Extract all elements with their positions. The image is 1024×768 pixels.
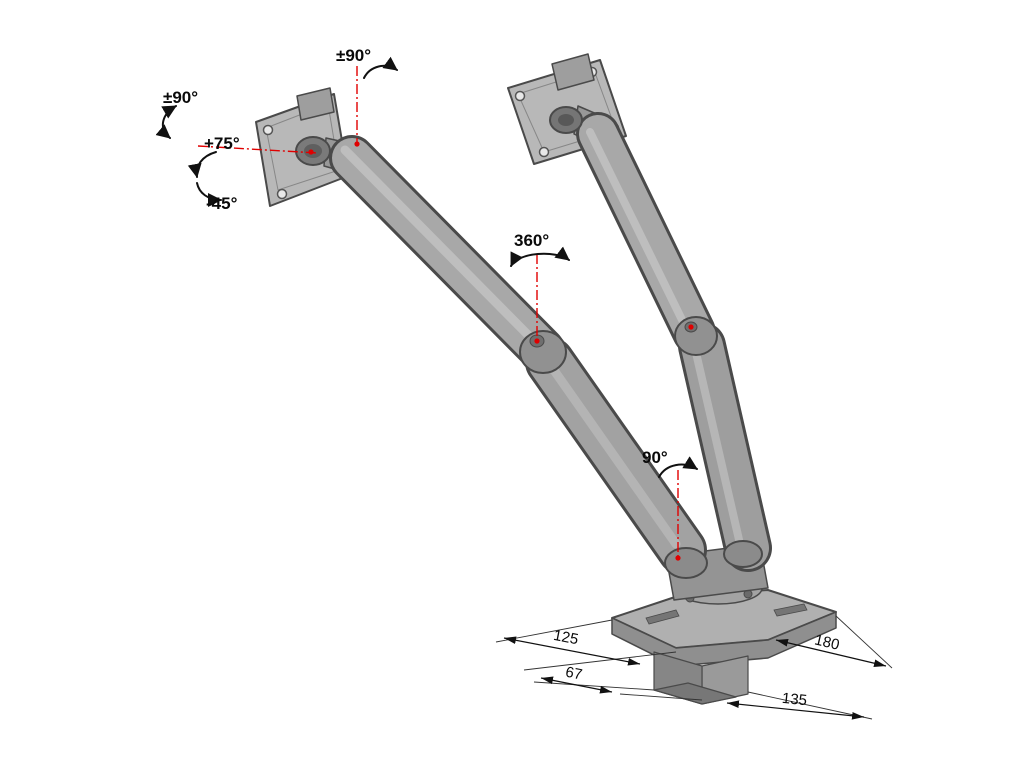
arm-upper-right-highlight (586, 128, 690, 332)
dimension-line-67 (540, 676, 613, 694)
swivel-left-rotation-arrow (155, 105, 177, 139)
base-slot-right (773, 603, 808, 617)
vesa-hole (538, 146, 550, 158)
rotation-arrows (155, 56, 698, 478)
pivot-dot (534, 338, 540, 344)
arm-lower-left-highlight (539, 351, 681, 549)
arm-left (255, 87, 708, 579)
elbow-joint-right (674, 316, 718, 356)
arm-lower-right-highlight (690, 340, 744, 548)
pivot-dot (688, 324, 694, 330)
base-hub-right (723, 540, 763, 568)
base-assembly (611, 543, 837, 705)
release-bracket-right (551, 53, 595, 91)
tilt-up-rotation-arrow (187, 151, 217, 178)
label-tilt-up: +75° (204, 134, 240, 153)
dimension-line-180 (775, 639, 887, 667)
extension-line (619, 693, 703, 701)
dimension-line-135 (726, 700, 865, 720)
swivel-top-rotation-arrow (363, 56, 398, 79)
dimension-label-135: 135 (781, 690, 808, 710)
dimension-label-67: 67 (564, 664, 584, 684)
arm-lower-right (681, 325, 769, 569)
dimension-labels: 125 67 180 135 (552, 627, 841, 709)
label-tilt-down: -45° (206, 194, 238, 213)
tilt-down-rotation-arrow (196, 182, 222, 207)
pivot-dot (354, 141, 360, 147)
extension-line (747, 691, 873, 720)
label-swivel-left: ±90° (163, 88, 198, 107)
rotate-base-rotation-arrow (658, 456, 698, 478)
dimension-label-125: 125 (552, 627, 580, 648)
arm-right (507, 53, 772, 572)
vesa-hole (514, 90, 526, 102)
axis-tilt-left (197, 145, 319, 154)
vesa-hole (262, 124, 274, 136)
base-hub-left (664, 547, 708, 579)
release-bracket-left (296, 87, 335, 121)
label-rotate-mid: 360° (514, 231, 549, 250)
arm-upper-right (579, 115, 713, 351)
label-rotate-base: 90° (642, 448, 668, 467)
monitor-head-right-core (558, 114, 574, 126)
rotate-mid-rotation-arrow (510, 246, 570, 267)
base-slot-left (645, 609, 680, 625)
extension-line (523, 651, 677, 671)
dimension-line-125 (503, 636, 641, 666)
dimension-label-180: 180 (813, 632, 841, 654)
arm-upper-left-highlight (340, 145, 540, 347)
annotation-labels: ±90° +75° -45° ±90° 360° 90° (163, 46, 668, 467)
rotation-axes (197, 66, 679, 560)
pivot-dot (308, 149, 314, 155)
label-swivel-top: ±90° (336, 46, 371, 65)
vesa-hole (276, 188, 288, 200)
clamp-foot (653, 682, 737, 705)
pivot-dot (675, 555, 681, 561)
dimension-lines (503, 636, 887, 720)
axis-pivot-dots (308, 141, 694, 561)
